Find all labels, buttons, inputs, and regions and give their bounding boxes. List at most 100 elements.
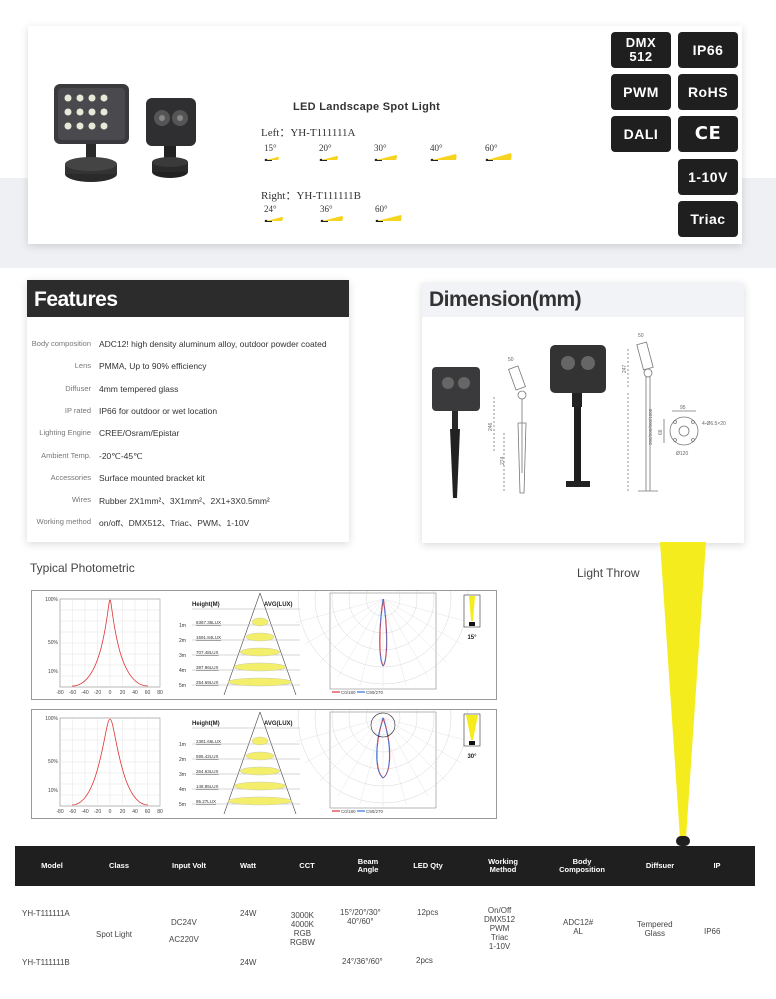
beam-chip-label: 30°	[374, 143, 387, 153]
beam-chip-label: 40°	[430, 143, 443, 153]
beam-chip-label: 60°	[485, 143, 498, 153]
curve-x-tick: 0	[109, 690, 112, 696]
polar-curve-c0	[377, 717, 391, 779]
beam-chip-left-2: 30°	[374, 143, 397, 161]
avg-col-label: AVG(LUX)	[264, 721, 293, 727]
beam-chip-label: 20°	[319, 143, 332, 153]
polar-marker	[370, 712, 396, 738]
product-photo	[54, 84, 196, 182]
curve-y-tick: 100%	[45, 716, 58, 722]
polar-curve-c0	[379, 598, 388, 667]
feature-key: IP rated	[64, 405, 91, 415]
curve-x-tick: 80	[157, 690, 163, 696]
beam-chip-left-3: 40°	[430, 143, 457, 161]
method-cell: On/Off DMX512 PWM Triac 1-10V	[484, 906, 516, 951]
table-header-cell: Input Volt	[171, 861, 207, 870]
feature-value: PMMA, Up to 90% efficiency	[99, 361, 207, 372]
curve-x-tick: -80	[56, 809, 63, 815]
curve-x-tick: 40	[132, 809, 138, 815]
curve-y-tick: 50%	[48, 759, 59, 765]
beam-chip-label: 24°	[264, 204, 277, 214]
height-label: 1m	[179, 623, 186, 629]
light-throw-label: Light Throw	[577, 566, 640, 580]
feature-key: Wires	[71, 495, 91, 505]
qty-b-cell: 2pcs	[416, 956, 433, 965]
beam-wedge-icon	[430, 154, 457, 161]
dim-label-holes: 4-Ø6.5×20	[702, 421, 726, 427]
height-label: 2m	[179, 638, 186, 644]
curve-x-tick: -20	[94, 809, 101, 815]
feature-value: on/off、DMX512、Triac、PWM、1-10V	[99, 518, 250, 529]
rohs-badge: RoHS	[678, 74, 738, 110]
table-header-cell: Body Composition	[559, 857, 605, 874]
table-header-cell: Beam Angle	[357, 857, 379, 874]
curve-x-tick: 0	[109, 809, 112, 815]
beam-chip-left-1: 20°	[319, 143, 338, 161]
table-header-cell: Watt	[240, 861, 256, 870]
curve-y-tick: 10%	[48, 788, 59, 794]
light-spot	[251, 736, 269, 746]
spec-table-header	[15, 846, 755, 886]
right-model-label: Right：YH-T111111B	[261, 190, 362, 202]
curve-y-tick: 100%	[45, 597, 58, 603]
polar-legend-c0: C0/180	[341, 690, 356, 695]
light-spot	[245, 751, 275, 761]
feature-row: Working method on/off、DMX512、Triac、PWM、1-…	[27, 517, 349, 539]
ip-cell: IP66	[704, 927, 721, 936]
light-spot	[227, 677, 293, 687]
watt-b-cell: 24W	[240, 958, 257, 967]
curve-x-tick: -20	[94, 690, 101, 696]
feature-row: IP rated IP66 for outdoor or wet location	[27, 406, 349, 428]
dim-label-pole: 300/500/800/1000	[648, 408, 653, 445]
volt-cell-dc: DC24V	[171, 918, 197, 927]
curve-y-tick: 50%	[48, 640, 59, 646]
beam-chip-right-3: 60°	[375, 204, 402, 222]
feature-key: Lighting Engine	[39, 428, 91, 438]
beam-a-cell: 15°/20°/30° 40°/60°	[340, 908, 381, 926]
beam-chip-left-0: 15°	[264, 143, 279, 161]
curve-x-tick: 40	[132, 690, 138, 696]
polar-legend-c0: C0/180	[341, 809, 356, 814]
curve-x-tick: -40	[81, 690, 88, 696]
dimension-title: Dimension(mm)	[422, 283, 744, 317]
table-header-cell: Working Method	[488, 857, 518, 874]
table-header-cell: Diffsuer	[645, 861, 675, 870]
feature-key: Accessories	[50, 472, 91, 482]
beam-wedge-icon	[264, 156, 279, 161]
cct-cell: 3000K 4000K RGB RGBW	[290, 911, 315, 947]
curve-x-tick: -40	[81, 809, 88, 815]
feature-value: Rubber 2X1mm²、3X1mm²、2X1+3X0.5mm²	[99, 496, 270, 507]
table-header-cell: CCT	[299, 861, 315, 870]
table-header-cell: Class	[108, 861, 129, 870]
polar-curve-c90	[379, 598, 387, 667]
beam-chip-right-1: 24°	[264, 204, 283, 222]
polar-legend-c90: C90/270	[366, 690, 384, 695]
beam-icon	[469, 596, 475, 621]
feature-value: IP66 for outdoor or wet location	[99, 405, 218, 416]
feature-row: Wires Rubber 2X1mm²、3X1mm²、2X1+3X0.5mm²	[27, 495, 349, 517]
dim-label-50: 50	[508, 357, 514, 363]
dim-label-247: 247	[622, 364, 628, 373]
dim-label-50b: 50	[638, 333, 644, 339]
height-label: 1m	[179, 742, 186, 748]
curve-x-tick: -60	[69, 809, 76, 815]
lux-label: 264.63LUX	[196, 769, 219, 774]
beam-icon	[466, 715, 478, 740]
feature-row: Lens PMMA, Up to 90% efficiency	[27, 361, 349, 383]
feature-key: Lens	[74, 361, 91, 371]
dimension-drawing: 50 246 274 50 247 300/500/800/1000	[432, 333, 726, 498]
beam-angle-label: 30°	[467, 754, 477, 760]
feature-key: Working method	[36, 517, 91, 527]
height-label: 5m	[179, 802, 186, 808]
dali-badge: DALI	[611, 116, 671, 152]
dmx512-badge: DMX 512	[611, 32, 671, 68]
qty-a-cell: 12pcs	[417, 908, 439, 917]
height-label: 5m	[179, 683, 186, 689]
beam-wedge-icon	[264, 217, 283, 222]
height-col-label: Height(M)	[192, 721, 220, 727]
